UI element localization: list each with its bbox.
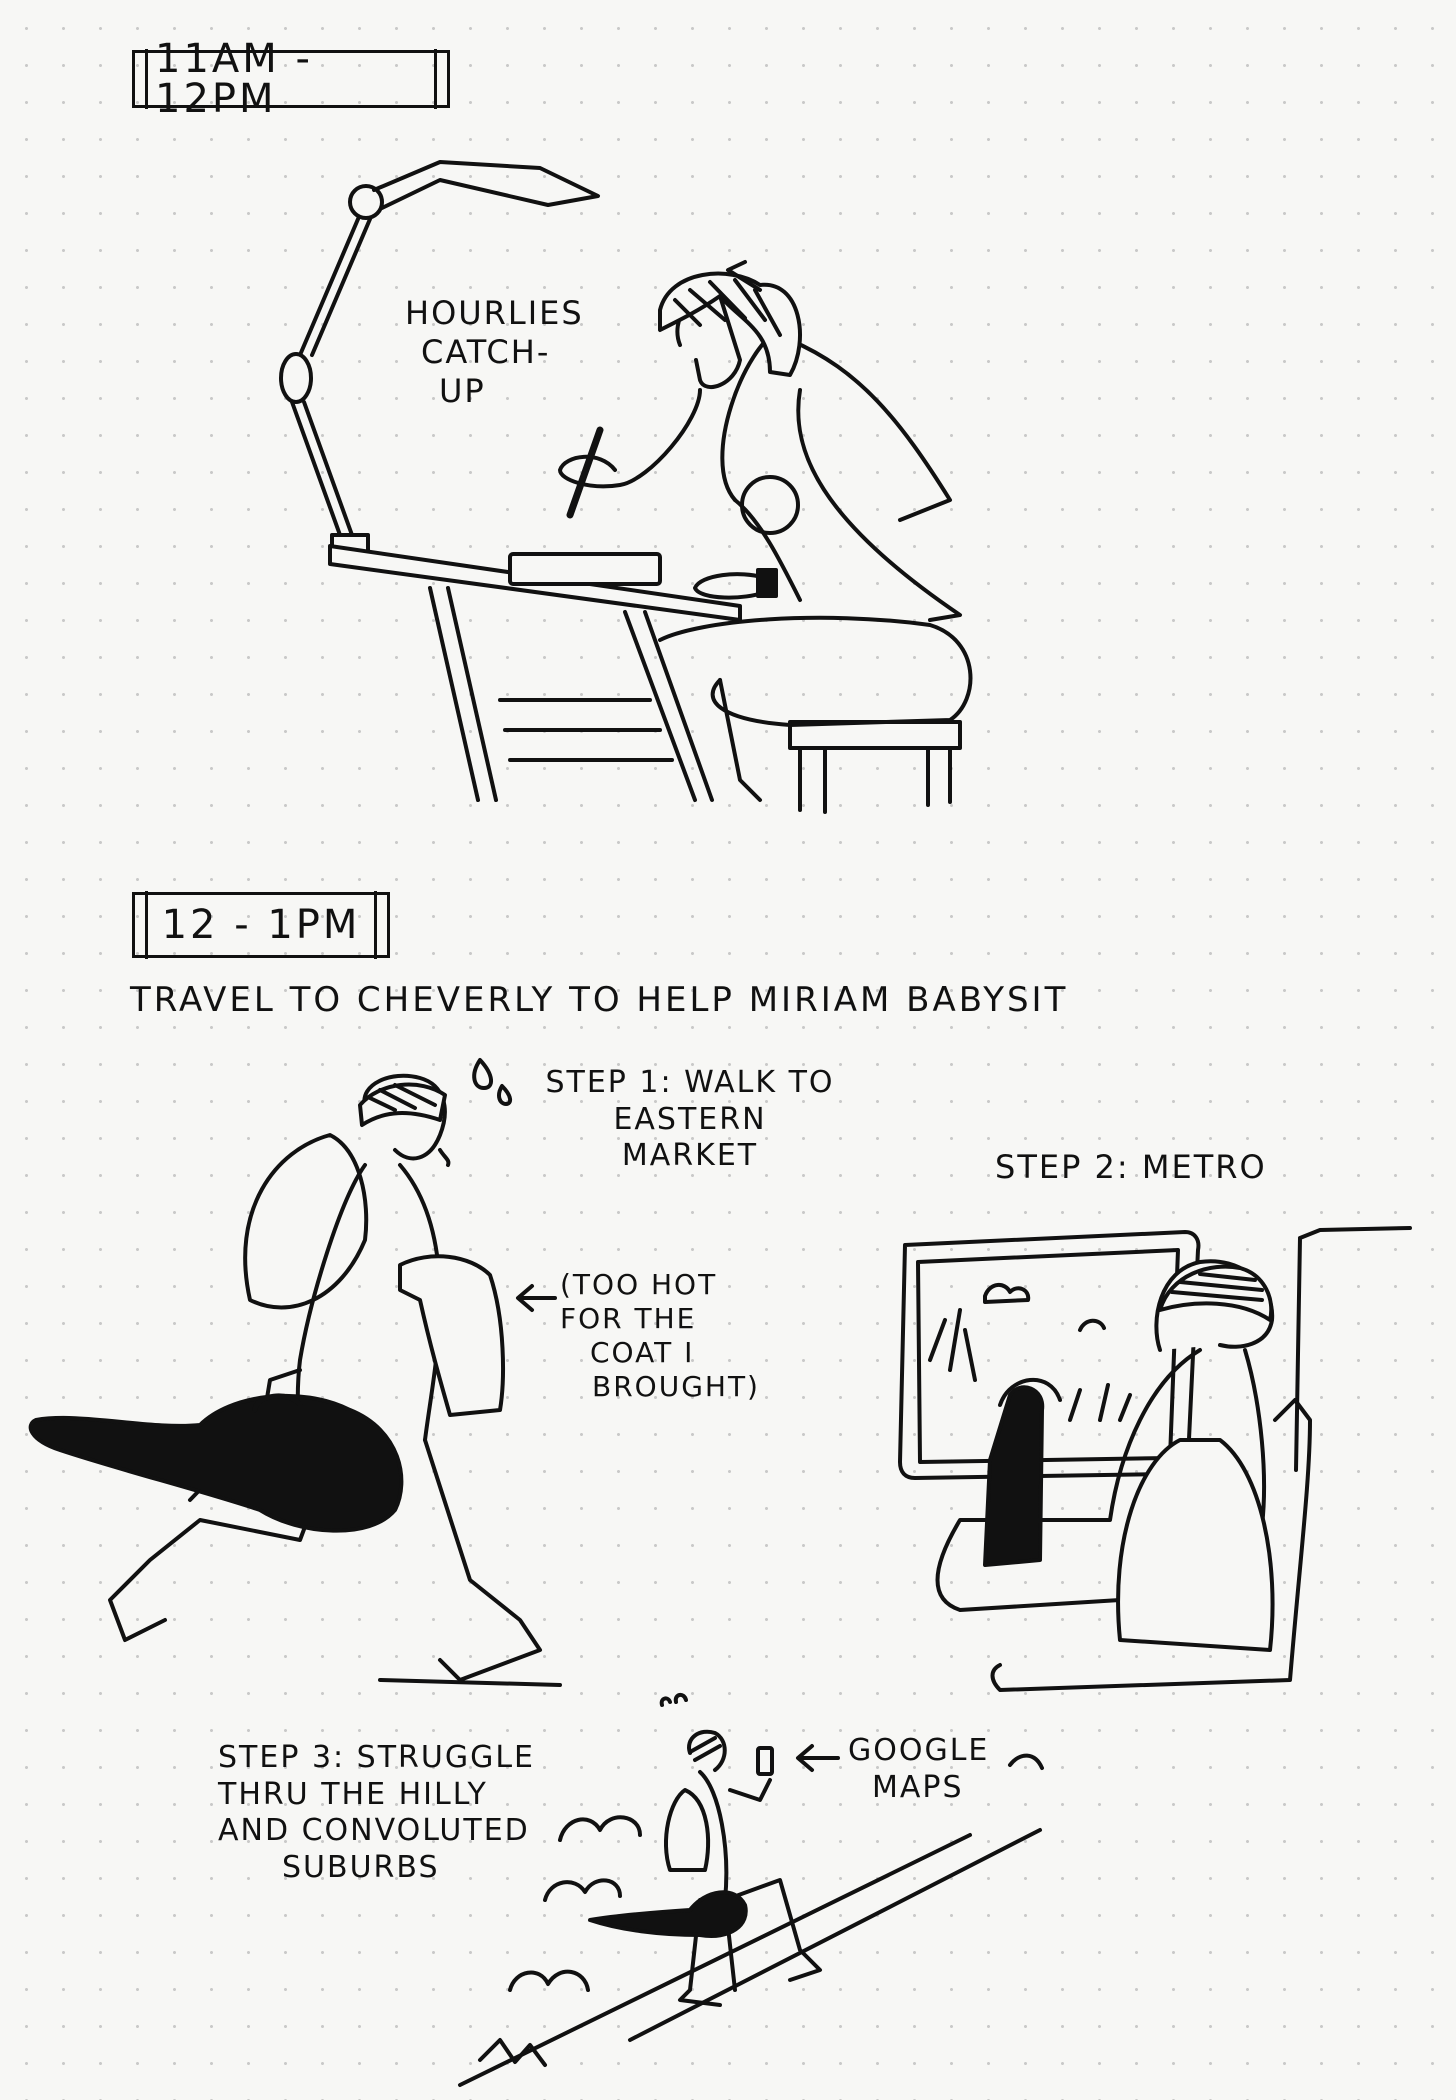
travel-heading: TRAVEL TO CHEVERLY TO HELP MIRIAM BABYSI… — [130, 980, 1069, 1020]
guitar-case-icon — [28, 1393, 404, 1533]
sweat-drop-icon — [472, 1058, 513, 1106]
step3-struggle-label: STEP 3: STRUGGLE THRU THE HILLY AND CONV… — [218, 1740, 536, 1885]
arrow-left-icon — [796, 1744, 840, 1772]
caption-hourlies-catch-up: HOURLIES CATCH- UP — [405, 294, 584, 411]
time-label-11am-12pm: 11AM - 12PM — [132, 39, 450, 119]
guitar-case-icon — [588, 1890, 748, 1938]
arrow-left-icon — [516, 1284, 557, 1312]
time-label-12-1pm: 12 - 1PM — [132, 891, 390, 959]
phone-icon — [756, 1746, 774, 1776]
coat-note: (TOO HOT FOR THE COAT I BROUGHT) — [560, 1268, 760, 1404]
google-maps-note: GOOGLE MAPS — [848, 1733, 990, 1805]
step1-walk-label: STEP 1: WALK TO EASTERN MARKET — [545, 1065, 835, 1174]
step2-metro-label: STEP 2: METRO — [995, 1148, 1267, 1186]
